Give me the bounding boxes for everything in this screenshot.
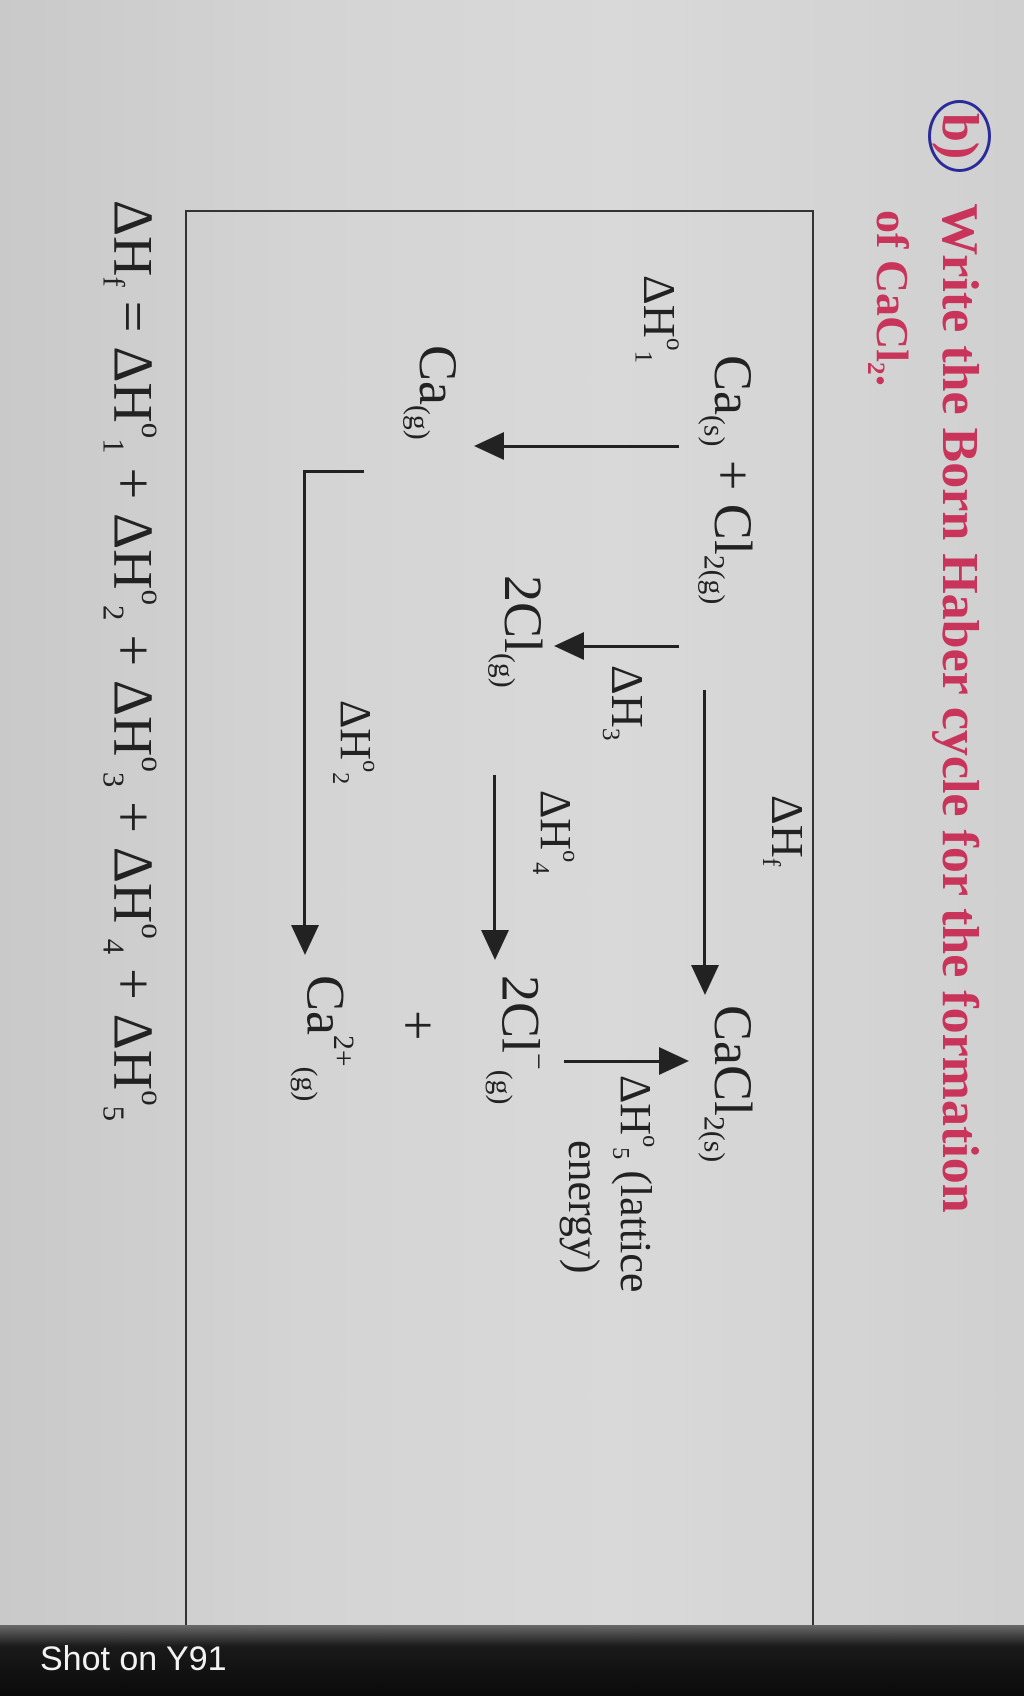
dH4-arrow-head <box>481 930 509 960</box>
ion-plus: + <box>388 1010 448 1041</box>
dH5-note: energy) <box>559 1140 608 1274</box>
dH5-arrow-head <box>659 1047 689 1075</box>
question-line2: of CaCl2. <box>862 210 918 387</box>
dH3-arrow-head <box>554 632 584 660</box>
dH5-arrow-line <box>564 1060 664 1063</box>
dH2-path-vertical <box>304 470 364 473</box>
book-edge-shadow <box>0 1625 1024 1696</box>
dH2-arrow-line <box>303 470 306 930</box>
ca-ion: Ca2+(g) <box>289 975 359 1102</box>
dH5-label: ΔHo5 (lattice <box>606 1075 664 1293</box>
dH2-arrow-head <box>291 925 319 955</box>
dHf-label: ΔHf <box>757 795 813 867</box>
camera-watermark: Shot on Y91 <box>40 1640 227 1678</box>
dH3-label: ΔH3 <box>597 665 653 741</box>
formation-arrow-line <box>703 690 706 970</box>
question-label: b) <box>928 100 991 173</box>
reactants: Ca(s) + Cl2(g) <box>697 355 763 605</box>
cl-ion: 2Cl−(g) <box>484 975 554 1105</box>
question-line1: Write the Born Haber cycle for the forma… <box>931 203 988 1213</box>
dH4-arrow-line <box>493 775 496 935</box>
dH3-arrow-line <box>579 645 679 648</box>
dH4-label: ΔHo4 <box>526 790 584 875</box>
dH1-arrow-line <box>499 445 679 448</box>
question-heading: b) Write the Born Haber cycle for the fo… <box>928 100 991 1213</box>
hess-equation: ΔHf = ΔHo1 + ΔHo2 + ΔHo3 + ΔHo4 + ΔHo5 <box>96 200 169 1122</box>
dH1-label: ΔHo1 <box>629 275 689 364</box>
cl-gas: 2Cl(g) <box>487 575 553 688</box>
product-cacl2: CaCl2(s) <box>697 1005 763 1163</box>
ca-gas: Ca(g) <box>402 345 468 440</box>
formation-arrow-head <box>691 965 719 995</box>
dH2-label: ΔHo2 <box>326 700 384 785</box>
dH1-arrow-head <box>474 432 504 460</box>
